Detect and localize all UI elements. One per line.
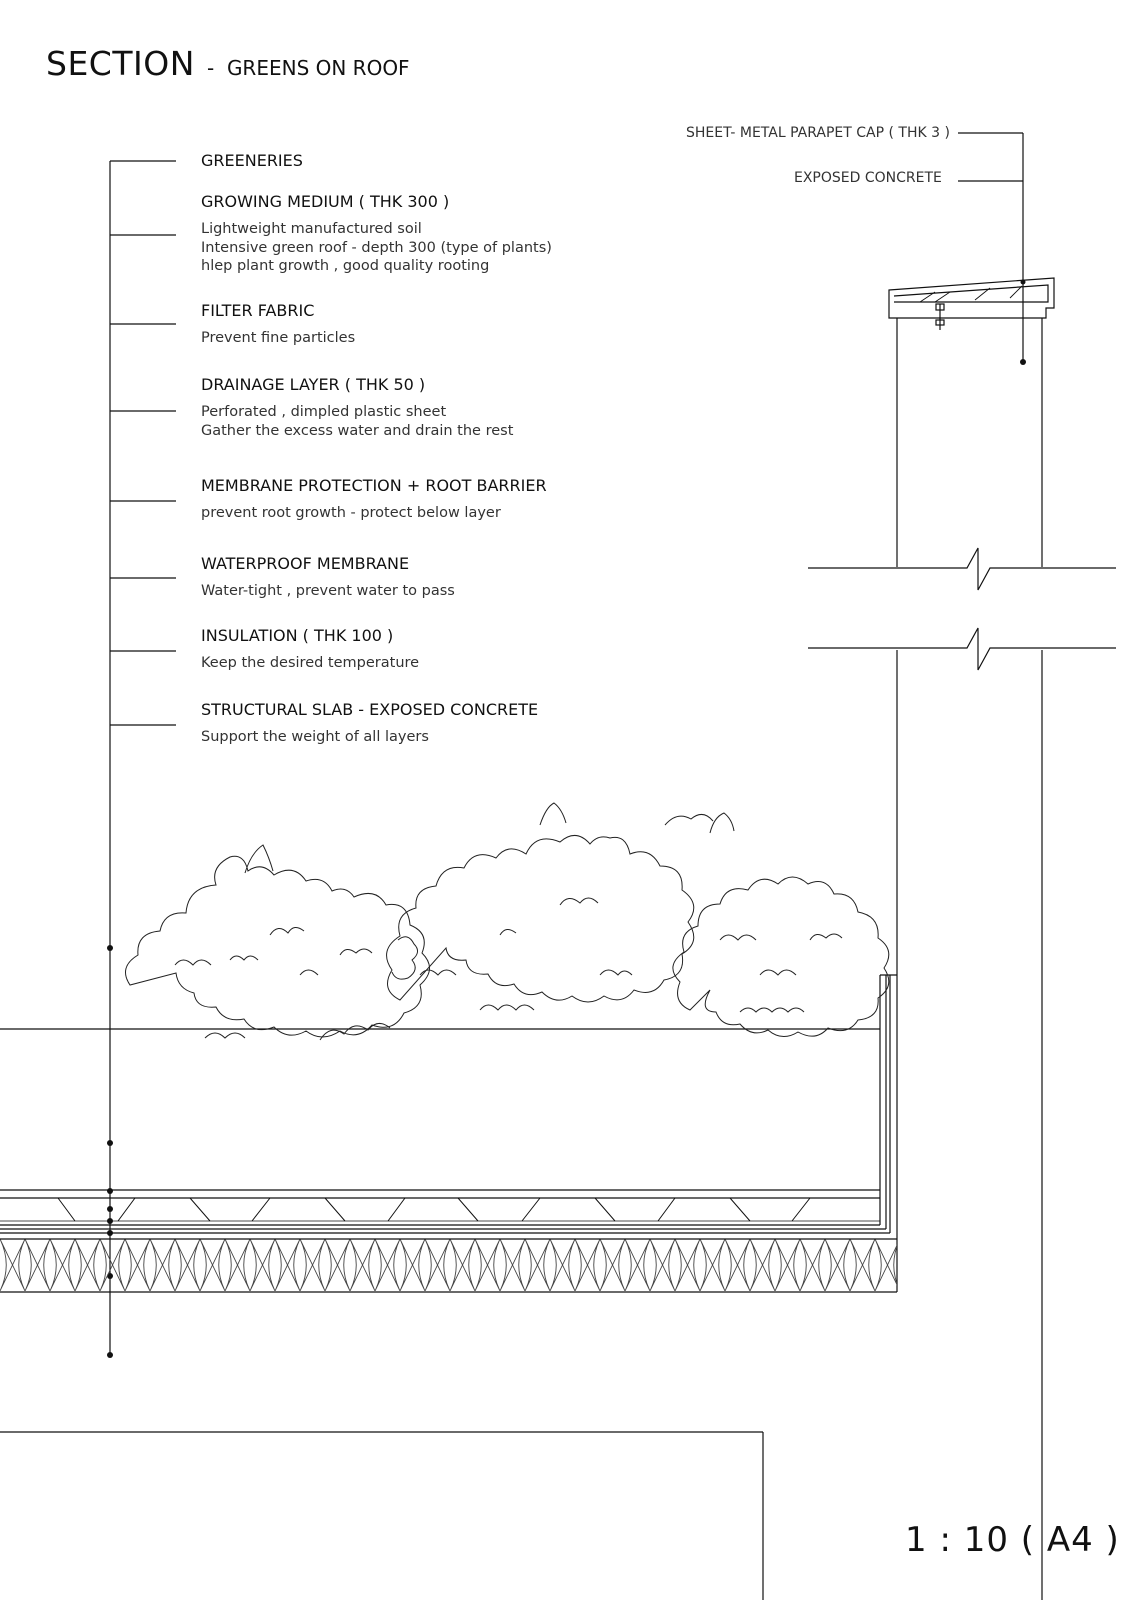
label-drainage-layer: DRAINAGE LAYER ( THK 50 ): [201, 375, 426, 394]
planter-edge: [879, 974, 897, 1229]
desc-drainage-layer: Perforated , dimpled plastic sheet Gathe…: [201, 403, 513, 440]
page-subtitle: - GREENS ON ROOF: [207, 56, 410, 80]
desc-line: hlep plant growth , good quality rooting: [201, 258, 490, 274]
parapet-cap: [888, 277, 1055, 330]
scale-label: 1 : 10 ( A4 ): [905, 1520, 1120, 1560]
label-insulation: INSULATION ( THK 100 ): [201, 626, 394, 645]
callout-parapet-cap: SHEET- METAL PARAPET CAP ( THK 3 ): [686, 125, 950, 141]
leader-lines: [109, 160, 176, 1355]
desc-membrane-protection: prevent root growth - protect below laye…: [201, 504, 501, 523]
desc-filter-fabric: Prevent fine particles: [201, 329, 355, 348]
desc-line: Keep the desired temperature: [201, 655, 420, 671]
drainage-layer: [0, 1189, 880, 1226]
title-dash: -: [207, 56, 215, 80]
label-filter-fabric: FILTER FABRIC: [201, 301, 315, 320]
label-structural-slab: STRUCTURAL SLAB - EXPOSED CONCRETE: [201, 700, 539, 719]
greeneries-shrubs: [125, 802, 890, 1041]
callout-exposed-concrete: EXPOSED CONCRETE: [794, 170, 942, 186]
membranes: [0, 975, 891, 1234]
parapet-wall: [896, 318, 1043, 1600]
label-greeneries: GREENERIES: [201, 151, 303, 170]
desc-line: Prevent fine particles: [201, 330, 356, 346]
structural-slab: [0, 1431, 764, 1600]
desc-line: Gather the excess water and drain the re…: [201, 422, 514, 439]
desc-line: Water-tight , prevent water to pass: [201, 583, 455, 599]
desc-structural-slab: Support the weight of all layers: [201, 728, 429, 747]
desc-line: Support the weight of all layers: [201, 729, 429, 745]
break-lines: [808, 547, 1116, 671]
desc-growing-medium: Lightweight manufactured soil Intensive …: [201, 220, 552, 276]
page-title: SECTION: [46, 44, 195, 83]
desc-insulation: Keep the desired temperature: [201, 654, 419, 673]
callout-leaders: [958, 132, 1026, 365]
title-sub-text: GREENS ON ROOF: [226, 56, 410, 80]
desc-line: prevent root growth - protect below laye…: [201, 505, 501, 521]
insulation-layer: [0, 1238, 897, 1293]
label-membrane-protection: MEMBRANE PROTECTION + ROOT BARRIER: [201, 476, 547, 495]
desc-line: Lightweight manufactured soil: [201, 221, 422, 237]
label-waterproof-membrane: WATERPROOF MEMBRANE: [201, 554, 410, 573]
desc-line: Intensive green roof - depth 300 (type o…: [201, 239, 552, 256]
label-growing-medium: GROWING MEDIUM ( THK 300 ): [201, 192, 450, 211]
desc-waterproof-membrane: Water-tight , prevent water to pass: [201, 582, 455, 601]
desc-line: Perforated , dimpled plastic sheet: [201, 404, 447, 420]
